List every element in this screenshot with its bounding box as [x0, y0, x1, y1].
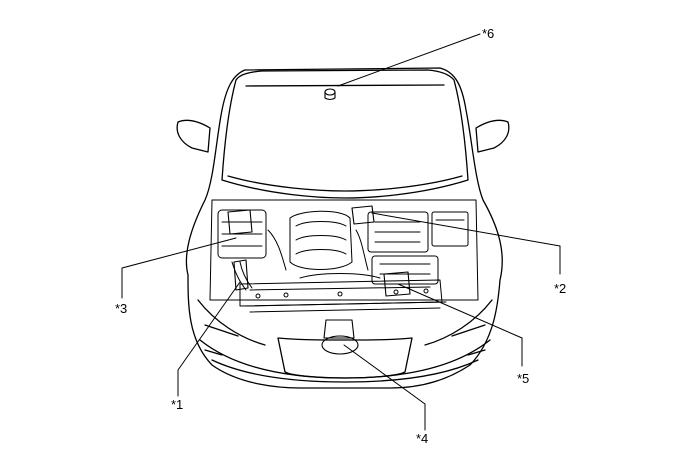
left-mirror: [176, 119, 211, 153]
callout-5: *5: [517, 371, 530, 386]
component-6-marker: [324, 88, 336, 96]
car-body: [185, 67, 503, 389]
engine-bay: [209, 199, 479, 313]
callout-4: *4: [416, 431, 429, 446]
leader-line-1: [177, 281, 241, 397]
component-5-marker: [383, 271, 411, 297]
component-3-marker: [227, 209, 253, 235]
component-2-marker: [351, 205, 375, 225]
component-4-marker: [321, 335, 359, 355]
leader-line-4: [343, 344, 426, 431]
leader-line-3: [121, 237, 237, 299]
callout-2: *2: [554, 281, 567, 296]
callout-1: *1: [171, 397, 184, 412]
right-mirror: [475, 119, 510, 153]
component-1-marker: [233, 259, 249, 291]
leader-line-2: [371, 212, 561, 275]
callout-6: *6: [482, 26, 495, 41]
callout-3: *3: [115, 301, 128, 316]
leader-line-6: [337, 33, 481, 87]
leader-lines: [121, 33, 561, 431]
hood: [221, 69, 469, 199]
leader-line-5: [397, 283, 523, 367]
component-markers: [227, 88, 411, 355]
